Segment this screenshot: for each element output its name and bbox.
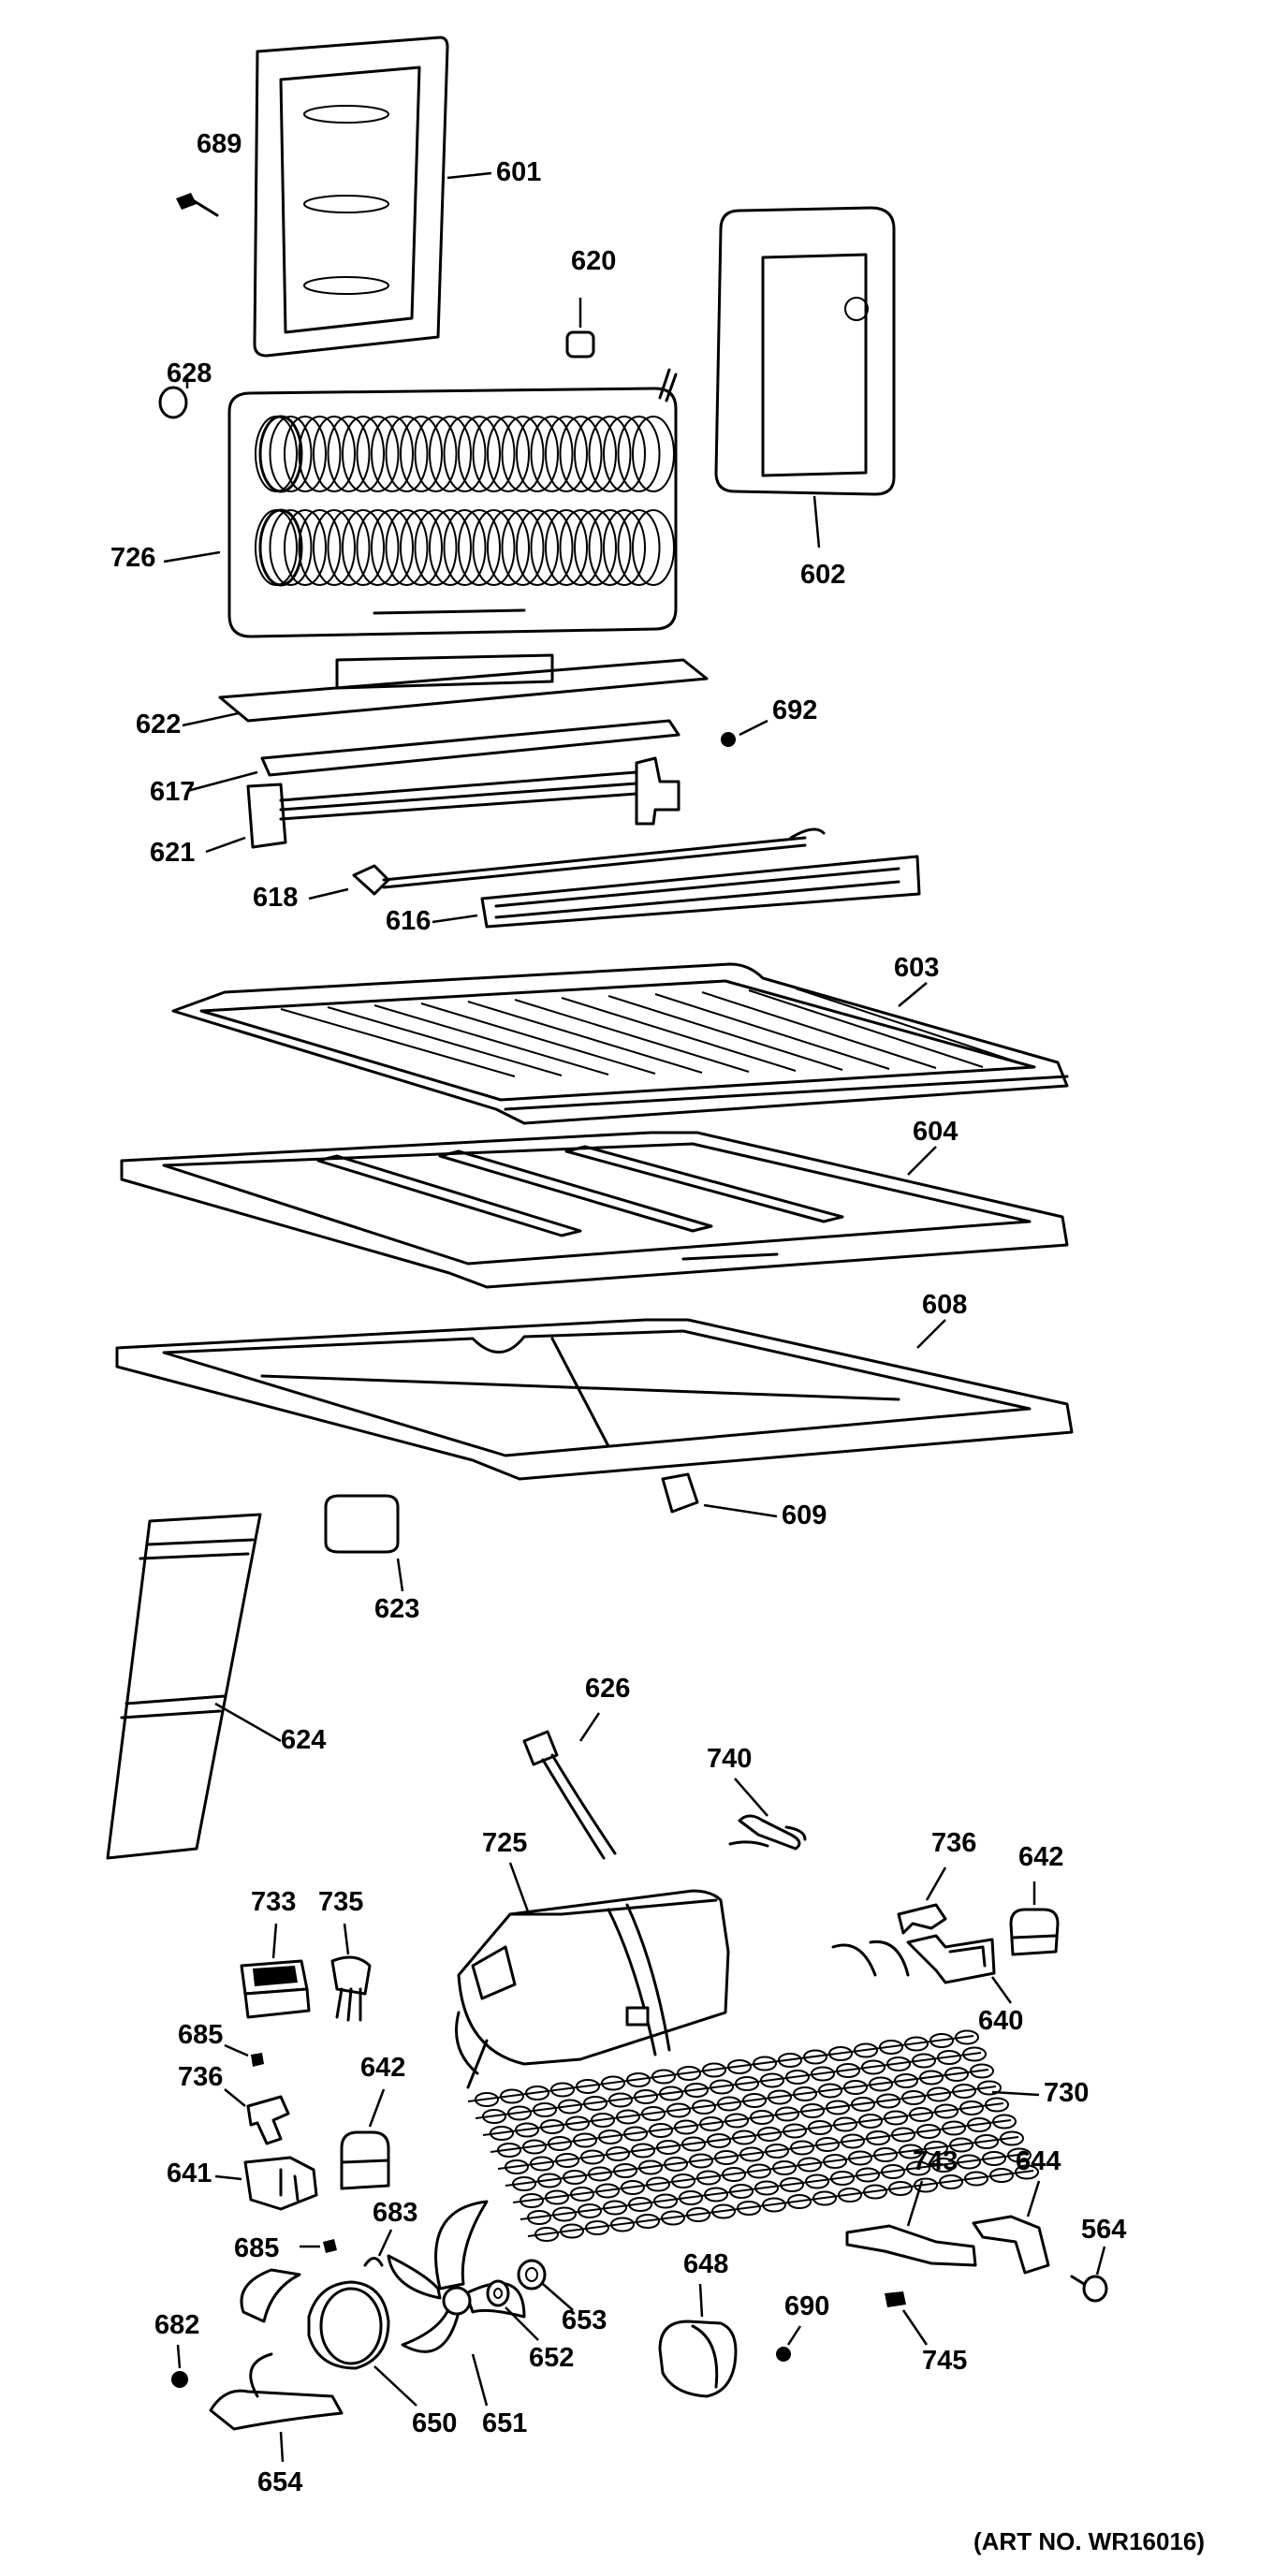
part-608-crisper-cover [115, 1318, 1074, 1481]
label-624: 624 [281, 1725, 327, 1755]
part-623-light-lens [324, 1494, 404, 1592]
part-654-motor-bracket [209, 2268, 344, 2463]
part-644-bracket [972, 2180, 1050, 2275]
label-692: 692 [772, 695, 818, 725]
part-689-screw [176, 193, 219, 217]
part-604-shelf [120, 1131, 1069, 1289]
part-622-drain-trough [182, 653, 709, 727]
label-644: 644 [1016, 2146, 1061, 2176]
label-730: 730 [1044, 2078, 1090, 2108]
label-621: 621 [150, 838, 196, 868]
art-number: (ART NO. WR16016) [973, 2527, 1206, 2555]
label-651: 651 [482, 2408, 528, 2438]
label-601: 601 [496, 157, 542, 187]
part-726-evaporator [163, 368, 678, 638]
label-689: 689 [197, 129, 242, 159]
part-683-clip [363, 2229, 393, 2267]
label-623: 623 [374, 1594, 420, 1624]
part-736-bracket-lower [224, 2088, 290, 2145]
part-624-divider [106, 1513, 282, 1860]
label-622: 622 [136, 710, 182, 739]
label-609: 609 [782, 1500, 827, 1530]
part-653-nut [517, 2259, 574, 2311]
part-692-screw [721, 719, 768, 747]
label-628: 628 [167, 359, 212, 388]
label-733: 733 [251, 1887, 297, 1917]
label-650: 650 [412, 2408, 458, 2438]
part-740-spring [728, 1778, 807, 1851]
part-618-wire-harness [308, 827, 826, 900]
label-726: 726 [110, 543, 156, 573]
part-725-compressor [455, 1862, 730, 2089]
label-736b: 736 [178, 2062, 224, 2092]
label-626: 626 [585, 1674, 631, 1704]
label-616: 616 [386, 906, 432, 936]
part-745-spacer [885, 2291, 929, 2346]
label-641: 641 [167, 2159, 212, 2188]
label-608: 608 [922, 1290, 968, 1320]
part-650-fan-motor [307, 2280, 417, 2407]
label-654: 654 [257, 2467, 303, 2497]
label-736a: 736 [931, 1828, 977, 1858]
label-602: 602 [800, 560, 846, 590]
label-648: 648 [683, 2249, 729, 2279]
label-620: 620 [571, 246, 617, 276]
label-653: 653 [562, 2305, 607, 2335]
label-743: 743 [913, 2146, 959, 2176]
label-618: 618 [253, 883, 299, 913]
part-642-cap-upper [1009, 1881, 1060, 1956]
label-652: 652 [529, 2343, 575, 2373]
label-604: 604 [913, 1117, 959, 1147]
part-652-washer [486, 2279, 539, 2341]
label-745: 745 [922, 2346, 968, 2376]
label-603: 603 [894, 953, 940, 983]
part-617-heater-bracket [186, 719, 681, 793]
part-648-roller [658, 2283, 738, 2398]
part-628-plug [158, 374, 189, 419]
part-730-condenser [467, 1939, 1040, 2242]
part-603-shelf [171, 962, 1069, 1125]
part-626-cord [522, 1712, 617, 1860]
label-642b: 642 [360, 2053, 406, 2083]
label-683: 683 [373, 2198, 418, 2228]
part-641-bracket [214, 2156, 318, 2211]
part-616-rail [432, 855, 921, 929]
part-736-bracket-upper [897, 1866, 947, 1935]
label-725: 725 [482, 1828, 528, 1858]
label-640: 640 [978, 2006, 1024, 2036]
part-733-relay [240, 1923, 311, 2019]
part-564-leveling-leg [1070, 2246, 1108, 2303]
part-735-overload [330, 1923, 372, 2022]
part-743-bracket [845, 2180, 977, 2267]
label-685b: 685 [234, 2233, 280, 2263]
part-685-screw-lower [300, 2239, 337, 2253]
part-690-screw [776, 2325, 802, 2362]
part-685-screw-upper [224, 2043, 264, 2067]
part-682-screw [171, 2344, 188, 2388]
label-617: 617 [150, 777, 196, 807]
label-682: 682 [154, 2310, 200, 2340]
label-685a: 685 [178, 2020, 224, 2050]
part-640-bracket [906, 1934, 1013, 2004]
part-642-cap-lower [340, 2088, 390, 2190]
label-642a: 642 [1018, 1842, 1064, 1872]
label-564: 564 [1081, 2215, 1127, 2245]
part-609-clip [661, 1472, 778, 1518]
part-602-cover [714, 206, 896, 549]
label-690: 690 [784, 2291, 830, 2321]
part-651-fan-blade [387, 2200, 526, 2407]
part-601-door-liner [253, 36, 492, 358]
label-735: 735 [318, 1887, 364, 1917]
label-740: 740 [707, 1744, 753, 1774]
part-620-grommet [565, 298, 595, 359]
part-621-heater [205, 756, 681, 854]
